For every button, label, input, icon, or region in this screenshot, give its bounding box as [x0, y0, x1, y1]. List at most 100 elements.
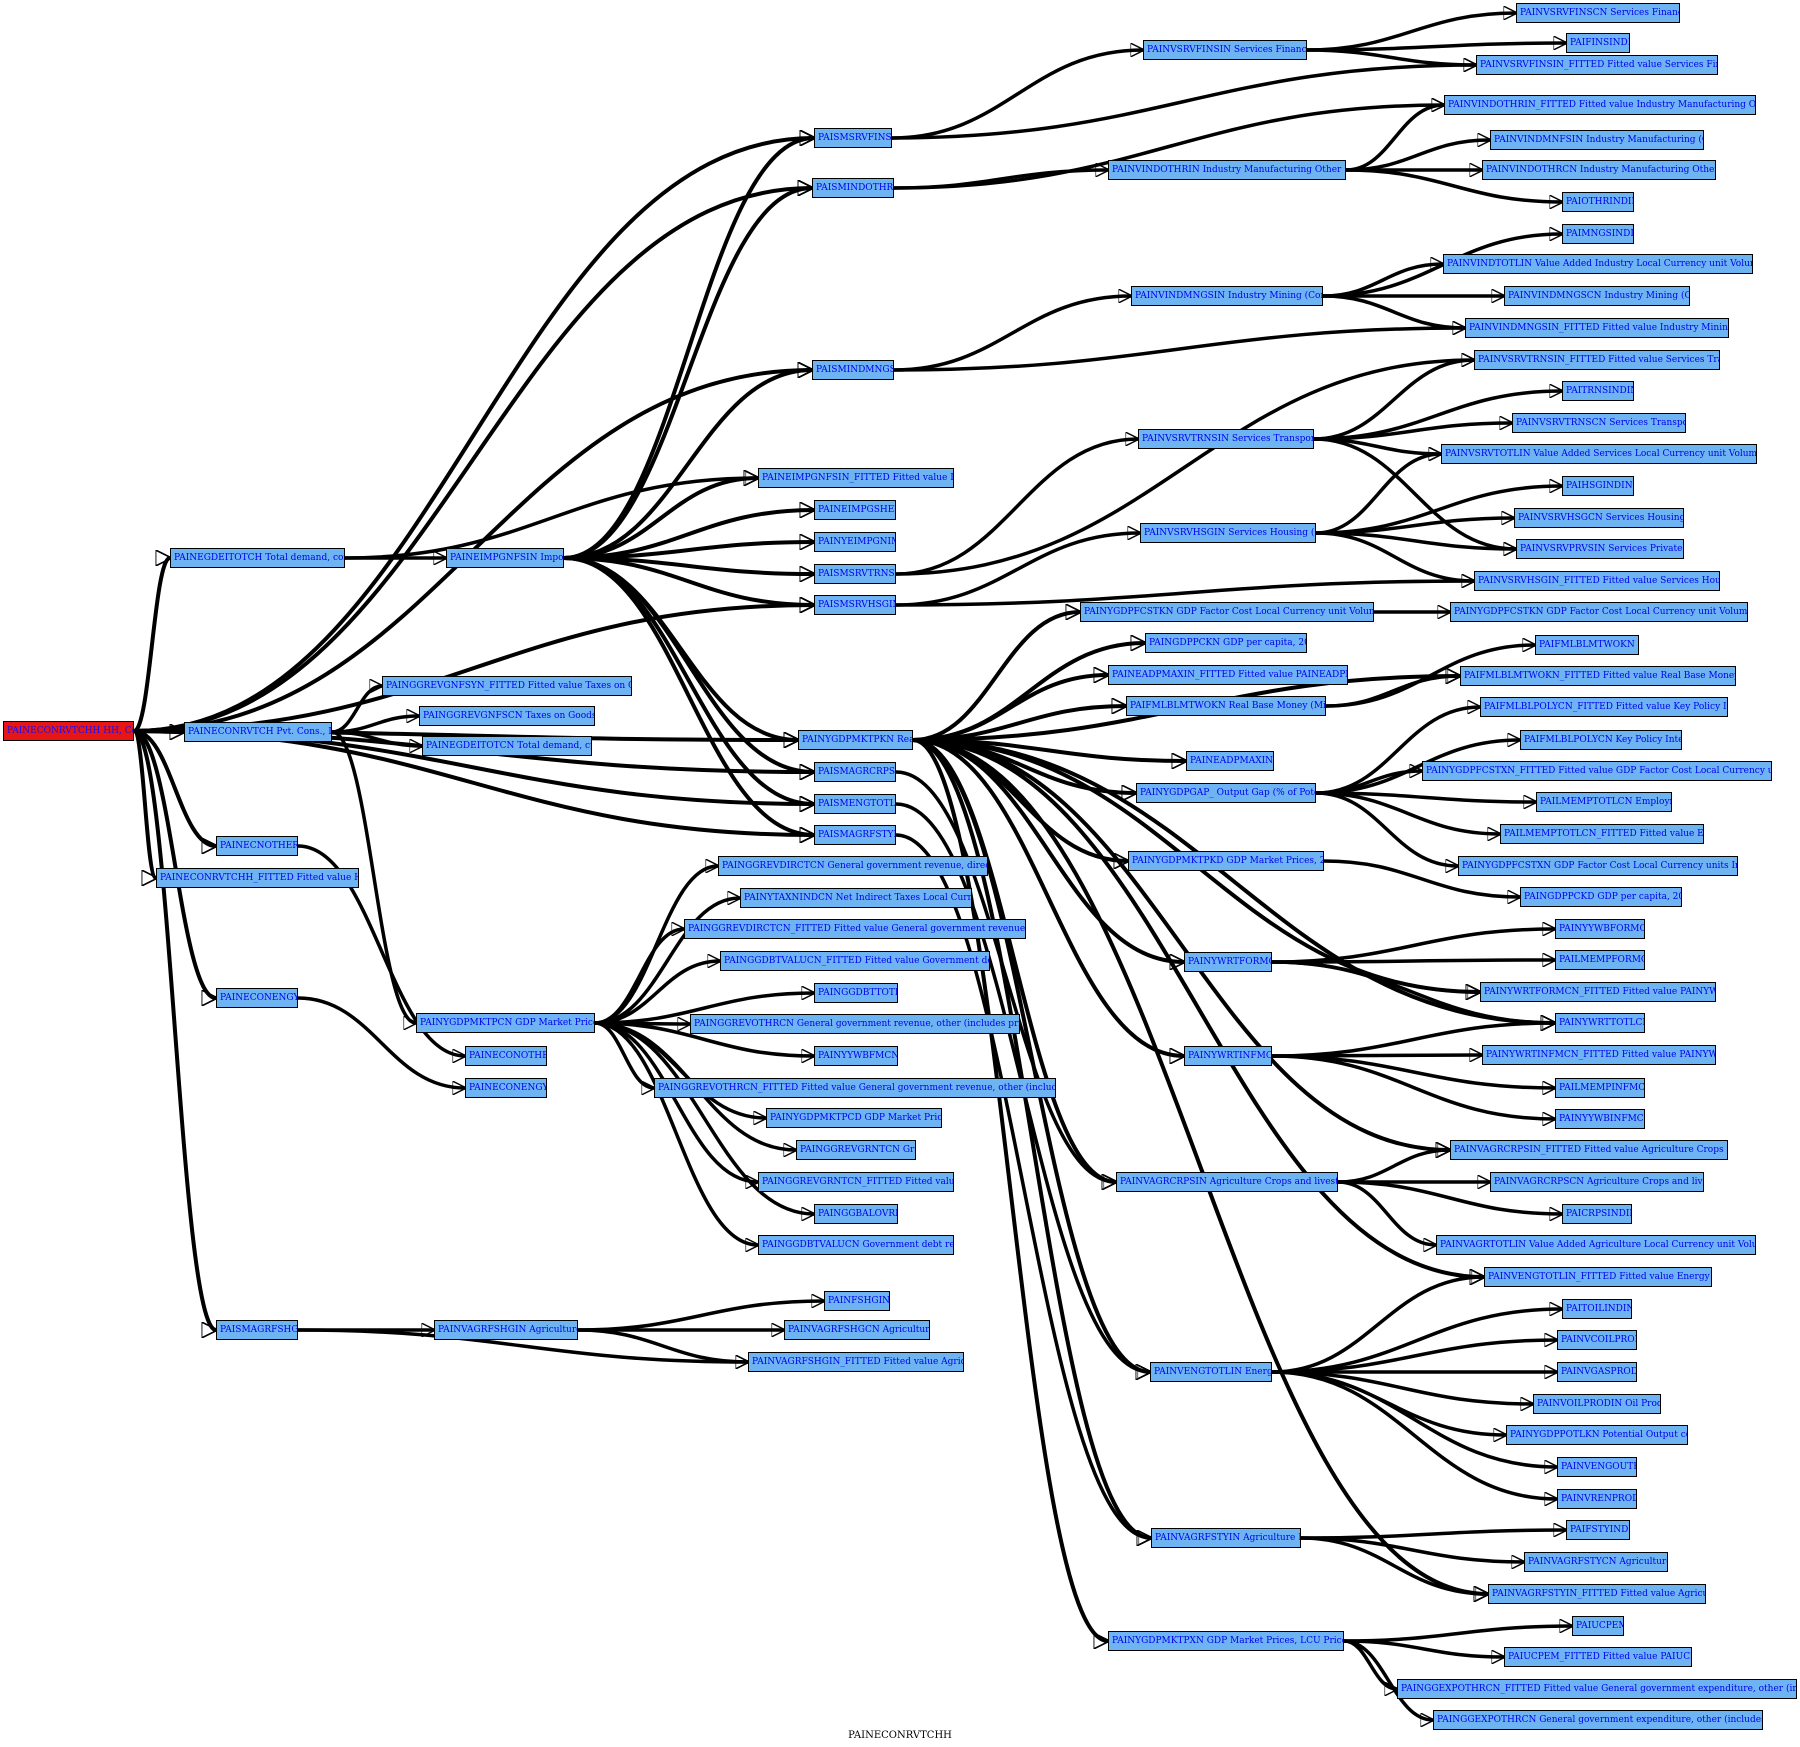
graph-node-gdpfcdefl-f[interactable]: PAINYGDPFCSTXN_FITTED Fitted value GDP F…	[1422, 761, 1772, 781]
graph-node-realbm-f[interactable]: PAIFMLBLMTWOKN_FITTED Fitted value Real …	[1460, 666, 1736, 686]
graph-node-gdpfc[interactable]: PAINYGDPFCSTKN GDP Factor Cost Local Cur…	[1080, 602, 1374, 622]
graph-node-smsrvtrn[interactable]: PAISMSRVTRNSIN	[814, 564, 896, 584]
graph-node-smengtot[interactable]: PAISMENGTOTLIN	[814, 794, 896, 814]
graph-node-agrcrp-f[interactable]: PAINVAGRCRPSIN_FITTED Fitted value Agric…	[1450, 1140, 1728, 1160]
graph-node-indtot[interactable]: PAINVINDTOTLIN Value Added Industry Loca…	[1443, 254, 1753, 274]
graph-node-wrttot[interactable]: PAINYWRTTOTLCN	[1555, 1013, 1645, 1033]
graph-node-srvtrn-f[interactable]: PAINVSRVTRNSIN_FITTED Fitted value Servi…	[1474, 350, 1720, 370]
graph-node-srvtot[interactable]: PAINVSRVTOTLIN Value Added Services Loca…	[1441, 444, 1757, 464]
graph-node-smagrfst[interactable]: PAISMAGRFSTYIN	[814, 825, 896, 845]
graph-node-srvhsg[interactable]: PAINVSRVHSGIN Services Housing (Constant…	[1140, 523, 1316, 543]
graph-node-nimpgnimp[interactable]: PAINYEIMPGNIMPIN	[814, 532, 896, 552]
graph-node-wfor-f[interactable]: PAINYWRTFORMCN_FITTED Fitted value PAINY…	[1480, 982, 1716, 1002]
graph-node-nimpgs[interactable]: PAINEIMPGSHEIN	[814, 500, 896, 520]
graph-node-debtval[interactable]: PAINGGDBTVALUCN Government debt revaluat…	[758, 1235, 954, 1255]
graph-node-srvtrncn[interactable]: PAINVSRVTRNSCN Services Transport (Curre…	[1512, 413, 1686, 433]
graph-node-srvfin[interactable]: PAINVSRVFINSIN Services Finance (Constan…	[1143, 40, 1307, 60]
graph-node-agrfstcn[interactable]: PAINVAGRFSTYCN Agriculture Forestry	[1524, 1552, 1668, 1572]
graph-node-toil[interactable]: PAITOILINDIN	[1562, 1299, 1632, 1319]
graph-node-ywbinf[interactable]: PAINYYWBINFMCN	[1555, 1109, 1645, 1129]
graph-node-gdpfc2[interactable]: PAINYGDPFCSTKN GDP Factor Cost Local Cur…	[1450, 602, 1748, 622]
graph-node-balov[interactable]: PAINGGBALOVRLCN_	[814, 1204, 898, 1224]
graph-node-gap[interactable]: PAINYGDPGAP_ Output Gap (% of Potential …	[1136, 783, 1316, 803]
graph-node-wfor[interactable]: PAINYWRTFORMCN	[1184, 952, 1272, 972]
graph-node-srvpriv[interactable]: PAINVSRVPRVSIN Services Private (Constan…	[1516, 539, 1684, 559]
graph-node-gdpusd[interactable]: PAINYGDPMKTPCD GDP Market Prices, US$ mn	[766, 1108, 942, 1128]
graph-node-agrfsh[interactable]: PAINVAGRFSHGIN Agriculture Fishing	[434, 1320, 578, 1340]
graph-node-taxes-f[interactable]: PAINGGREVGNFSYN_FITTED Fitted value Taxe…	[382, 676, 632, 696]
graph-node-revoth-f[interactable]: PAINGGREVOTHRCN_FITTED Fitted value Gene…	[654, 1078, 1056, 1098]
graph-node-indoth-f[interactable]: PAINVINDOTHRIN_FITTED Fitted value Indus…	[1444, 95, 1756, 115]
graph-node-srvfincn[interactable]: PAINVSRVFINSCN Services Finance (Current…	[1516, 3, 1680, 23]
graph-node-indmngcn[interactable]: PAINVINDMNGSCN Industry Mining (Current …	[1504, 286, 1690, 306]
graph-node-ecnrvtch-f[interactable]: PAINECONRVTCHH_FITTED Fitted value HH Co…	[156, 868, 359, 888]
graph-node-fshg[interactable]: PAINFSHGINDIN	[824, 1291, 890, 1311]
graph-node-expoth-f[interactable]: PAINGGEXPOTHRCN_FITTED Fitted value Gene…	[1397, 1679, 1797, 1699]
graph-node-gdpfot[interactable]: PAINYGDPPOTLKN Potential Output constant…	[1506, 1425, 1688, 1445]
graph-node-agrfst[interactable]: PAINVAGRFSTYIN Agriculture Forestry	[1151, 1528, 1301, 1548]
graph-node-debtval-f[interactable]: PAINGGDBTVALUCN_FITTED Fitted value Gove…	[720, 951, 990, 971]
graph-node-emp[interactable]: PAILMEMPTOTLCN Employment	[1536, 792, 1672, 812]
graph-node-ucpem[interactable]: PAIUCPEM	[1572, 1616, 1624, 1636]
graph-node-polrt[interactable]: PAIFMLBLPOLYCN Key Policy Interest Rate	[1520, 730, 1682, 750]
graph-node-adpm-f[interactable]: PAINEADPMAXIN_FITTED Fitted value PAINEA…	[1108, 665, 1348, 685]
graph-node-gdpmktcn[interactable]: PAINYGDPMKTPCN GDP Market Prices, LCU mn	[416, 1013, 595, 1033]
graph-node-agrfsh-f[interactable]: PAINVAGRFSHGIN_FITTED Fitted value Agric…	[748, 1352, 964, 1372]
graph-node-nimp[interactable]: PAINEIMPGNFSIN Imports real	[446, 548, 564, 568]
graph-node-indmng-f[interactable]: PAINVINDMNGSIN_FITTED Fitted value Indus…	[1465, 318, 1729, 338]
graph-node-emp-f[interactable]: PAILMEMPTOTLCN_FITTED Fitted value Emplo…	[1500, 824, 1704, 844]
graph-node-basemoney[interactable]: PAIFMLBLMTWOKN Base money	[1535, 635, 1639, 655]
graph-node-gasprod[interactable]: PAINVGASPRODIN	[1557, 1362, 1637, 1382]
graph-node-dirtax-f[interactable]: PAINGGREVDIRCTCN_FITTED Fitted value Gen…	[684, 919, 1026, 939]
graph-node-winf-f[interactable]: PAINYWRTINFMCN_FITTED Fitted value PAINY…	[1482, 1045, 1716, 1065]
graph-node-agrcrp[interactable]: PAINVAGRCRPSIN Agriculture Crops and liv…	[1116, 1172, 1338, 1192]
graph-node-findin[interactable]: PAIFINSINDIN	[1566, 33, 1630, 53]
graph-node-ecnrvtch[interactable]: PAINECONRVTCH Pvt. Cons., LCU mn	[184, 722, 332, 742]
graph-node-indmng[interactable]: PAINVINDMNGSIN Industry Mining (Constant…	[1131, 286, 1323, 306]
graph-node-engtot[interactable]: PAINVENGTOTLIN Energy VA (Constant)	[1150, 1362, 1272, 1382]
graph-node-agrfst-f[interactable]: PAINVAGRFSTYIN_FITTED Fitted value Agric…	[1488, 1584, 1706, 1604]
graph-node-engtot-f[interactable]: PAINVENGTOTLIN_FITTED Fitted value Energ…	[1484, 1267, 1712, 1287]
graph-node-realbm[interactable]: PAIFMLBLMTWOKN Real Base Money (Mil. Rea…	[1126, 696, 1326, 716]
graph-node-ggdbttot[interactable]: PAINGGDBTTOTLCN_	[814, 983, 898, 1003]
graph-node-gdeit[interactable]: PAINEGDEITOTCH Total demand, constant LC…	[170, 548, 345, 568]
graph-node-srvhsg-f[interactable]: PAINVSRVHSGIN_FITTED Fitted value Servic…	[1474, 571, 1720, 591]
graph-node-gdpmkt[interactable]: PAINYGDPMKTPKN Real GDP	[798, 730, 913, 750]
graph-node-lmempinf[interactable]: PAILMEMPINFMCN	[1555, 1078, 1645, 1098]
graph-node-ywbs[interactable]: PAINYYWBFMCN_	[814, 1046, 898, 1066]
graph-node-polrt-f[interactable]: PAIFMLBLPOLYCN_FITTED Fitted value Key P…	[1480, 697, 1728, 717]
graph-node-gdpdefl[interactable]: PAINYGDPMKTPXN GDP Market Prices, LCU Pr…	[1108, 1631, 1344, 1651]
graph-node-lmempform[interactable]: PAILMEMPFORMCN	[1555, 950, 1645, 970]
graph-node-smsrvhsg[interactable]: PAISMSRVHSGIN	[814, 595, 896, 615]
graph-node-oilprod[interactable]: PAINVOILPRODIN Oil Production	[1533, 1394, 1661, 1414]
graph-node-ecnothcn[interactable]: PAINECONOTHERCN	[465, 1046, 547, 1066]
graph-node-mngs[interactable]: PAIMNGSINDIN	[1562, 224, 1634, 244]
graph-node-engouthr[interactable]: PAINVENGOUTHRIN	[1557, 1457, 1637, 1477]
graph-node-root[interactable]: PAINECONRVTCHH HH, Cons. Real	[3, 721, 134, 741]
graph-node-gdppc[interactable]: PAINGDPPCKN GDP per capita, 2007 LCU mn	[1145, 633, 1307, 653]
graph-node-renprod[interactable]: PAINVRENPRODIN	[1557, 1489, 1637, 1509]
graph-node-smsrvfin[interactable]: PAISMSRVFINSIN	[814, 128, 892, 148]
graph-node-gdpfcdefl[interactable]: PAINYGDPFCSTXN GDP Factor Cost Local Cur…	[1458, 856, 1738, 876]
graph-node-smagrcr[interactable]: PAISMAGRCRPSIN	[814, 762, 896, 782]
graph-node-ecnother[interactable]: PAINECNOTHERIN	[216, 836, 298, 856]
graph-node-nimp-f[interactable]: PAINEIMPGNFSIN_FITTED Fitted value Impor…	[758, 468, 954, 488]
graph-node-adpm[interactable]: PAINEADPMAXIN	[1186, 751, 1274, 771]
graph-node-totdem[interactable]: PAINEGDEITOTCN Total demand, current LCU	[422, 736, 592, 756]
graph-node-agrfshcn[interactable]: PAINVAGRFSHGCN Agriculture Fishing	[784, 1320, 930, 1340]
graph-node-revoth[interactable]: PAINGGREVOTHRCN General government reven…	[690, 1014, 1020, 1034]
graph-node-srvfin-f[interactable]: PAINVSRVFINSIN_FITTED Fitted value Servi…	[1476, 55, 1718, 75]
graph-node-winf[interactable]: PAINYWRTINFMCN	[1184, 1046, 1272, 1066]
graph-node-grants[interactable]: PAINGGREVGRNTCN Grants, LCU	[796, 1140, 916, 1160]
graph-node-smindmng[interactable]: PAISMINDMNGSIN	[812, 360, 894, 380]
graph-node-agrtot[interactable]: PAINVAGRTOTLIN Value Added Agriculture L…	[1436, 1235, 1756, 1255]
graph-node-gdp2000[interactable]: PAINYGDPMKTPKD GDP Market Prices, 2000 U…	[1128, 851, 1324, 871]
graph-node-agrcrpcn[interactable]: PAINVAGRCRPSCN Agriculture Crops and liv…	[1490, 1172, 1704, 1192]
graph-node-expoth[interactable]: PAINGGEXPOTHRCN General government expen…	[1433, 1710, 1763, 1730]
graph-node-trns[interactable]: PAITRNSINDIN	[1562, 381, 1634, 401]
graph-node-taxes[interactable]: PAINGGREVGNFSCN Taxes on Goods and Servi…	[419, 706, 595, 726]
graph-node-hsg[interactable]: PAIHSGINDIN	[1562, 476, 1634, 496]
graph-node-srvhsgcn[interactable]: PAINVSRVHSGCN Services Housing (Current)	[1514, 508, 1684, 528]
graph-node-indoth[interactable]: PAINVINDOTHRIN Industry Manufacturing Ot…	[1108, 160, 1346, 180]
graph-node-indothcn[interactable]: PAINVINDOTHRCN Industry Manufacturing Ot…	[1482, 160, 1716, 180]
